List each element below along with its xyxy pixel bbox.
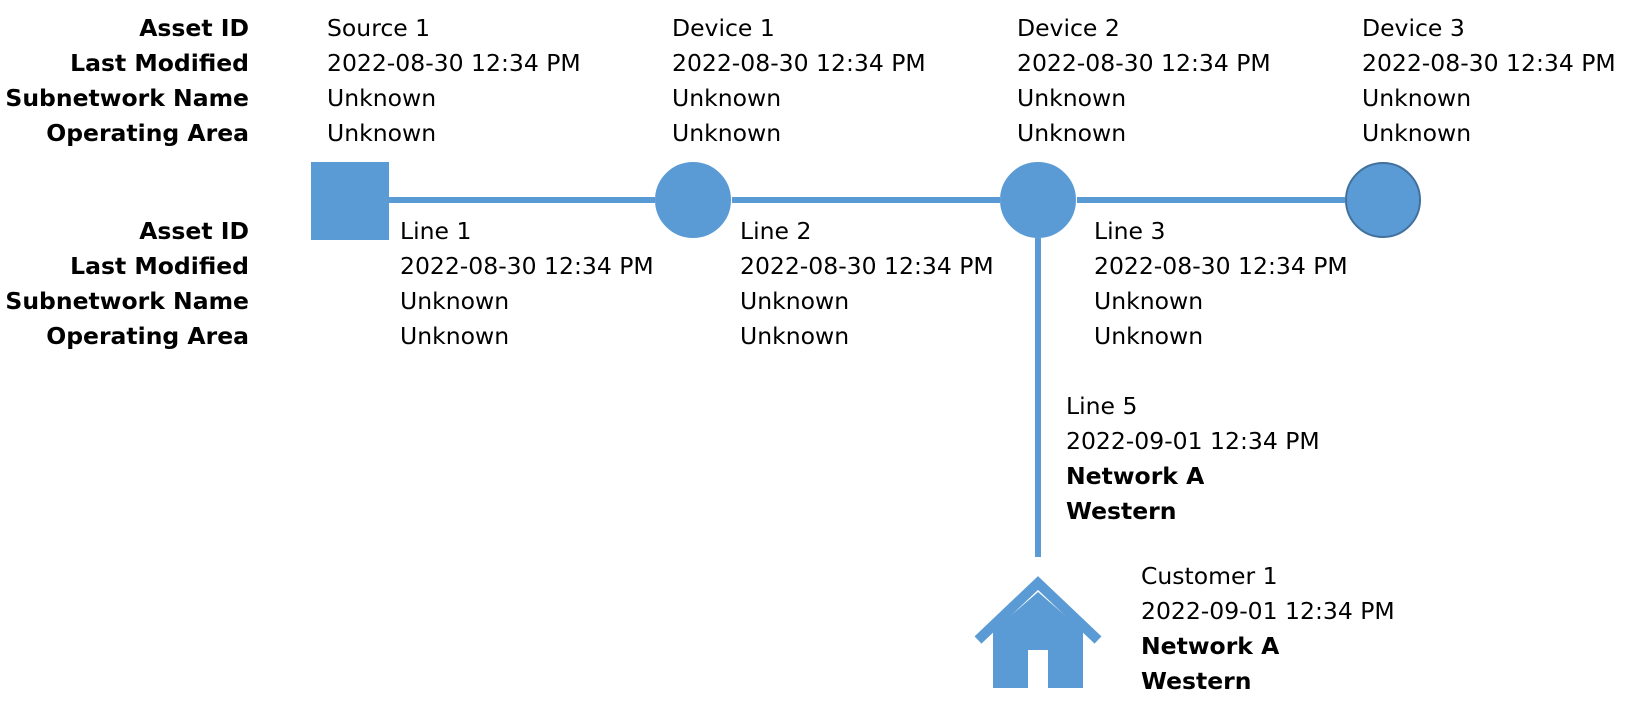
device-1-info: Device 1 2022-08-30 12:34 PM Unknown Unk…	[672, 11, 926, 151]
top-header-labels: Asset ID Last Modified Subnetwork Name O…	[5, 11, 249, 151]
subnetwork-name: Unknown	[1017, 84, 1127, 112]
last-modified: 2022-08-30 12:34 PM	[1362, 49, 1616, 77]
subnetwork-name-header: Subnetwork Name	[5, 287, 249, 315]
last-modified: 2022-08-30 12:34 PM	[327, 49, 581, 77]
subnetwork-name: Unknown	[327, 84, 437, 112]
asset-id-header: Asset ID	[139, 14, 249, 42]
source-1-square-icon[interactable]	[311, 162, 389, 240]
asset-id: Device 3	[1362, 14, 1465, 42]
operating-area-header: Operating Area	[46, 322, 249, 350]
subnetwork-name: Unknown	[740, 287, 850, 315]
asset-id: Line 2	[740, 217, 812, 245]
last-modified: 2022-08-30 12:34 PM	[672, 49, 926, 77]
device-2-info: Device 2 2022-08-30 12:34 PM Unknown Unk…	[1017, 11, 1271, 151]
operating-area: Western	[1141, 667, 1252, 695]
last-modified-header: Last Modified	[70, 49, 249, 77]
subnetwork-name: Unknown	[400, 287, 510, 315]
line-5-info: Line 5 2022-09-01 12:34 PM Network A Wes…	[1066, 389, 1320, 529]
last-modified-header: Last Modified	[70, 252, 249, 280]
device-3-circle-icon[interactable]	[1345, 162, 1421, 238]
last-modified: 2022-08-30 12:34 PM	[740, 252, 994, 280]
operating-area: Western	[1066, 497, 1177, 525]
operating-area: Unknown	[672, 119, 782, 147]
subnetwork-name: Network A	[1141, 632, 1280, 660]
asset-id-header: Asset ID	[139, 217, 249, 245]
last-modified: 2022-08-30 12:34 PM	[1017, 49, 1271, 77]
asset-id: Source 1	[327, 14, 431, 42]
source-1-info: Source 1 2022-08-30 12:34 PM Unknown Unk…	[327, 11, 581, 151]
asset-id: Device 2	[1017, 14, 1120, 42]
last-modified: 2022-08-30 12:34 PM	[1094, 252, 1348, 280]
line-3-info: Line 3 2022-08-30 12:34 PM Unknown Unkno…	[1094, 214, 1348, 354]
subnetwork-name: Unknown	[672, 84, 782, 112]
operating-area: Unknown	[1094, 322, 1204, 350]
line-1-info: Line 1 2022-08-30 12:34 PM Unknown Unkno…	[400, 214, 654, 354]
asset-id: Device 1	[672, 14, 775, 42]
device-1-circle-icon[interactable]	[655, 162, 731, 238]
asset-id: Line 5	[1066, 392, 1138, 420]
operating-area-header: Operating Area	[46, 119, 249, 147]
last-modified: 2022-09-01 12:34 PM	[1141, 597, 1395, 625]
last-modified: 2022-09-01 12:34 PM	[1066, 427, 1320, 455]
operating-area: Unknown	[1362, 119, 1472, 147]
subnetwork-name: Network A	[1066, 462, 1205, 490]
line-2-info: Line 2 2022-08-30 12:34 PM Unknown Unkno…	[740, 214, 994, 354]
asset-id: Line 3	[1094, 217, 1166, 245]
asset-id: Line 1	[400, 217, 472, 245]
operating-area: Unknown	[400, 322, 510, 350]
subnetwork-name-header: Subnetwork Name	[5, 84, 249, 112]
customer-1-info: Customer 1 2022-09-01 12:34 PM Network A…	[1141, 559, 1395, 699]
asset-id: Customer 1	[1141, 562, 1278, 590]
customer-1-house-icon[interactable]	[974, 576, 1102, 688]
subnetwork-name: Unknown	[1362, 84, 1472, 112]
operating-area: Unknown	[1017, 119, 1127, 147]
device-2-circle-icon[interactable]	[1000, 162, 1076, 238]
last-modified: 2022-08-30 12:34 PM	[400, 252, 654, 280]
operating-area: Unknown	[740, 322, 850, 350]
device-3-info: Device 3 2022-08-30 12:34 PM Unknown Unk…	[1362, 11, 1616, 151]
mid-header-labels: Asset ID Last Modified Subnetwork Name O…	[5, 214, 249, 354]
operating-area: Unknown	[327, 119, 437, 147]
subnetwork-name: Unknown	[1094, 287, 1204, 315]
